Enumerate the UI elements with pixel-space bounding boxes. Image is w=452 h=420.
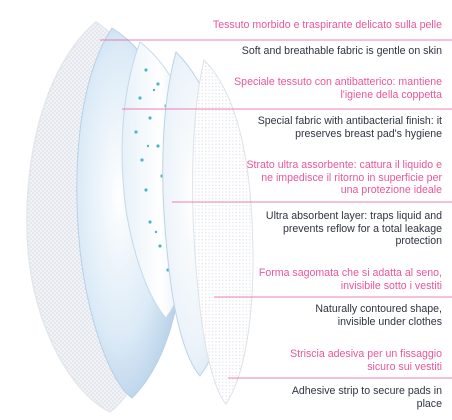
label-contoured-en: Naturally contoured shape, invisible und… [292,303,442,328]
label-contoured-it: Forma sagomata che si adatta al seno, in… [242,267,442,292]
label-adhesive-en: Adhesive strip to secure pads in place [282,385,442,410]
label-absorbent-en: Ultra absorbent layer: traps liquid and … [242,210,442,248]
label-antibacterial-it: Speciale tessuto con antibatterico: mant… [227,76,442,101]
label-antibacterial-en: Special fabric with antibacterial finish… [237,115,442,140]
label-soft-fabric-it: Tessuto morbido e traspirante delicato s… [142,19,442,32]
label-absorbent-it: Strato ultra assorbente: cattura il liqu… [242,159,442,197]
label-soft-fabric-en: Soft and breathable fabric is gentle on … [237,45,442,58]
label-adhesive-it: Striscia adesiva per un fissaggio sicuro… [272,348,442,373]
